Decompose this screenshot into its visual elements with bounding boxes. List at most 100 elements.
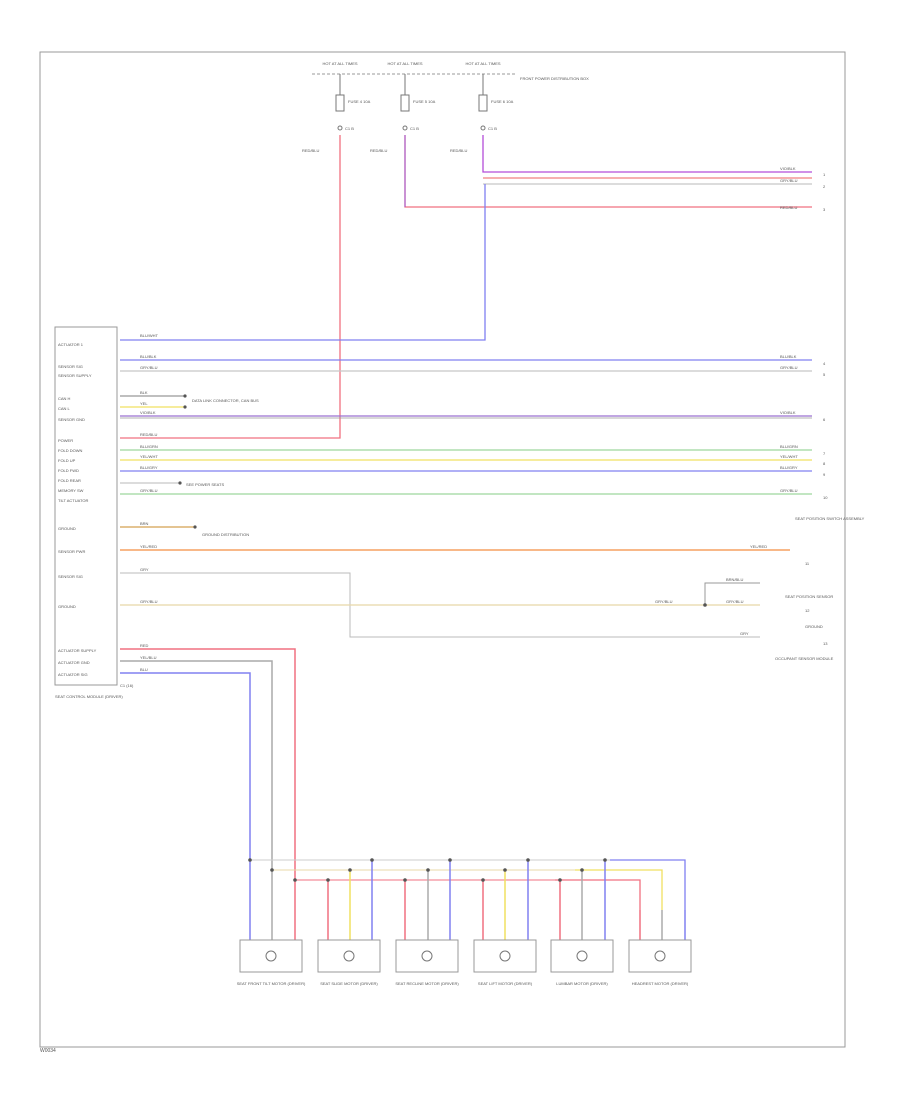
motor-feed-wires: RED YEL/BLU BLU	[120, 643, 686, 910]
fuse-2-label: FUSE 5 10A	[413, 99, 436, 104]
wire-label-green2-r: GRY/BLU	[780, 488, 798, 493]
wire-label-orange-r: YEL/RED	[750, 544, 767, 549]
right-tag-11: 11	[805, 561, 810, 566]
module-pin-15: SENSOR PWR	[58, 549, 85, 554]
module-pin-3: SENSOR SUPPLY	[58, 373, 92, 378]
wire-label-bottom-blue: BLU	[140, 667, 148, 672]
fuse-1-wire: RED/BLU	[302, 148, 319, 153]
wire-label-green: BLU/GRN	[140, 444, 158, 449]
module-pin-17: GROUND	[58, 604, 76, 609]
motor-3: SEAT RECLINE MOTOR (DRIVER)	[395, 860, 459, 986]
footer-id: W0034	[40, 1048, 56, 1054]
fuse-2-wire: RED/BLU	[370, 148, 387, 153]
wire-label-purple-r: VIO/BLK	[780, 410, 796, 415]
module-pin-20: ACTUATOR SIG	[58, 672, 88, 677]
control-module: ACTUATOR 1 SENSOR SIG SENSOR SUPPLY CAN …	[54, 326, 134, 699]
module-pin-16: SENSOR SIG	[58, 574, 83, 579]
fuse-box-label: FRONT POWER DISTRIBUTION BOX	[520, 76, 589, 81]
motor-2-name: SEAT SLIDE MOTOR (DRIVER)	[320, 981, 378, 986]
fuse-1-top: HOT AT ALL TIMES	[322, 61, 357, 66]
right-tag-9: 9	[823, 472, 826, 477]
wire-label-brown: BRN	[140, 521, 149, 526]
module-pin-9: FOLD UP	[58, 458, 76, 463]
motor-3-name: SEAT RECLINE MOTOR (DRIVER)	[395, 981, 459, 986]
module-pin-5: CAN L	[58, 406, 71, 411]
wire-label-gray-sig: GRY	[140, 567, 149, 572]
wire-label-tan: GRY/BLU	[140, 599, 158, 604]
fuse-box: HOT AT ALL TIMES FUSE 4 10A C1 B RED/BLU…	[302, 61, 589, 153]
wire-label-gray-1: BLU/BLK	[140, 354, 157, 359]
blue-feed	[120, 184, 486, 341]
module-pin-8: FOLD DOWN	[58, 448, 83, 453]
module-connector: C1 (16)	[120, 683, 134, 688]
wire-label-tan-right: GRY/BLU	[726, 599, 744, 604]
brown-note: GROUND DISTRIBUTION	[202, 532, 249, 537]
module-pin-10: FOLD FWD	[58, 468, 79, 473]
motor-4-name: SEAT LIFT MOTOR (DRIVER)	[478, 981, 533, 986]
fuse-2-top: HOT AT ALL TIMES	[387, 61, 422, 66]
wire-label-purple: VIO/BLK	[140, 410, 156, 415]
wire-label-yellow-r: YEL/WHT	[780, 454, 798, 459]
sensor-note: SEAT POSITION SENSOR	[785, 594, 833, 599]
right-wire-label-2: GRY/BLU	[780, 178, 798, 183]
module-pin-13: TILT ACTUATOR	[58, 498, 88, 503]
pkg-note: SEE POWER SEATS	[186, 482, 224, 487]
diagram-frame	[39, 51, 846, 1048]
ground-note: GROUND	[805, 624, 823, 629]
wire-label-green2: GRY/BLU	[140, 488, 158, 493]
fuse-3-splice: C1 B	[488, 126, 497, 131]
fuse-3-label: FUSE 6 10A	[491, 99, 514, 104]
module-pin-2: SENSOR SIG	[58, 364, 83, 369]
wire-label-tan-mid: GRY/BLU	[655, 599, 673, 604]
wire-label-bottom-tan: YEL/BLU	[140, 655, 157, 660]
wire-label-gray-2: GRY/BLU	[140, 365, 158, 370]
right-wire-label-1: VIO/BLK	[780, 166, 796, 171]
motor-5-name: LUMBAR MOTOR (DRIVER)	[556, 981, 608, 986]
motor-6-name: HEADREST MOTOR (DRIVER)	[632, 981, 689, 986]
motor-6: HEADREST MOTOR (DRIVER)	[628, 910, 692, 986]
motor-1: SEAT FRONT TILT MOTOR (DRIVER)	[237, 880, 306, 986]
right-wire-label-3: RED/BLU	[780, 205, 797, 210]
right-tag-12: 12	[805, 608, 810, 613]
fuse-3-top: HOT AT ALL TIMES	[465, 61, 500, 66]
motor-2: SEAT SLIDE MOTOR (DRIVER)	[317, 860, 381, 986]
module-pin-1: ACTUATOR 1	[58, 342, 84, 347]
wire-label-gray-bottom: GRY	[740, 631, 749, 636]
wire-label-green-r: BLU/GRN	[780, 444, 798, 449]
right-tag-1: 1	[823, 172, 826, 177]
motor-5: LUMBAR MOTOR (DRIVER)	[550, 860, 614, 986]
wire-label-yellow: YEL/WHT	[140, 454, 158, 459]
right-tag-7: 7	[823, 451, 826, 456]
module-pin-18: ACTUATOR SUPPLY	[58, 648, 97, 653]
module-wires: BLU/WHT BLU/BLK GRY/BLU BLU/BLK GRY/BLU …	[120, 333, 865, 661]
switch-note: SEAT POSITION SWITCH ASSEMBLY	[795, 516, 865, 521]
module-pin-6: SENSOR GND	[58, 417, 85, 422]
can-note: DATA LINK CONNECTOR, CAN BUS	[192, 398, 259, 403]
bottom-note: OCCUPANT SENSOR MODULE	[775, 656, 834, 661]
wire-label-gray-2r: GRY/BLU	[780, 365, 798, 370]
fuse-3-wire: RED/BLU	[450, 148, 467, 153]
wire-label-blue: BLU/GRY	[140, 465, 158, 470]
wire-label-blue-r: BLU/GRY	[780, 465, 798, 470]
motor-1-name: SEAT FRONT TILT MOTOR (DRIVER)	[237, 981, 306, 986]
module-name: SEAT CONTROL MODULE (DRIVER)	[55, 694, 123, 699]
fuse-3: HOT AT ALL TIMES FUSE 6 10A C1 B RED/BLU	[450, 61, 514, 153]
motor-4: SEAT LIFT MOTOR (DRIVER)	[473, 860, 537, 986]
top-right-wires: VIO/BLK GRY/BLU RED/BLU 1 2 3	[404, 135, 826, 212]
wire-label-bottom-red: RED	[140, 643, 149, 648]
right-tag-6: 6	[823, 417, 826, 422]
wire-label-gray-1r: BLU/BLK	[780, 354, 797, 359]
wire-label-tan-splice: BRN/BLU	[726, 577, 743, 582]
right-tag-2: 2	[823, 184, 826, 189]
fuse-2-splice: C1 B	[410, 126, 419, 131]
fuse-1-splice: C1 B	[345, 126, 354, 131]
wire-label-red: RED/BLU	[140, 432, 157, 437]
module-pin-7: POWER	[58, 438, 73, 443]
right-tag-3: 3	[823, 207, 826, 212]
right-tag-5: 5	[823, 372, 826, 377]
module-pin-11: FOLD REAR	[58, 478, 81, 483]
splice-dots	[248, 858, 607, 882]
motors: SEAT FRONT TILT MOTOR (DRIVER) SEAT SLID…	[237, 860, 692, 986]
module-pin-12: MEMORY SW	[58, 488, 84, 493]
